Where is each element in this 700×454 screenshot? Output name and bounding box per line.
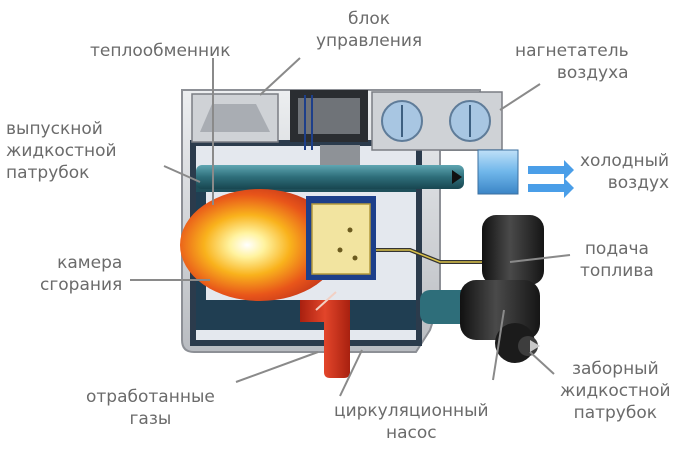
label-heat-exchanger: теплообменник <box>90 41 231 61</box>
label-control-unit: блок управления <box>316 9 423 51</box>
fuel-line <box>376 248 510 264</box>
label-air-blower: нагнетатель воздуха <box>515 41 629 83</box>
label-cold-air: холодный воздух <box>580 151 670 193</box>
air-blower <box>371 91 503 151</box>
burner <box>306 196 376 280</box>
label-combustion-chamber: камера сгорания <box>40 253 123 295</box>
combustion-flame <box>180 189 340 301</box>
exhaust-pipe-graphic <box>300 291 350 378</box>
circulation-pump-graphic <box>420 215 544 363</box>
leader-lines <box>130 57 571 397</box>
control-unit <box>290 90 368 165</box>
label-circulation-pump: циркуляционный насос <box>334 401 489 443</box>
heat-exchanger-box <box>191 93 279 143</box>
cold-air-inlet <box>477 149 574 198</box>
label-outlet-pipe: выпускной жидкостной патрубок <box>6 119 117 183</box>
label-fuel-supply: подача топлива <box>580 239 654 281</box>
outlet-pipe-graphic <box>196 165 464 189</box>
label-inlet-pipe: заборный жидкостной патрубок <box>560 359 671 423</box>
label-exhaust-gases: отработанные газы <box>86 387 215 429</box>
